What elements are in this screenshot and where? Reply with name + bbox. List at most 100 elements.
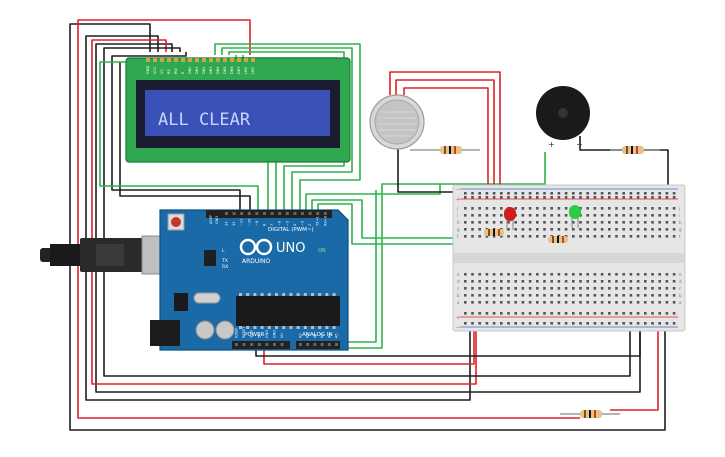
breadboard-hole[interactable] [586, 287, 589, 290]
digital-pin[interactable] [323, 212, 327, 215]
breadboard-hole[interactable] [665, 192, 669, 195]
breadboard-hole[interactable] [492, 273, 496, 276]
breadboard-hole[interactable] [471, 287, 474, 290]
breadboard-hole[interactable] [557, 273, 561, 276]
breadboard-hole[interactable] [543, 235, 546, 238]
breadboard-hole[interactable] [543, 322, 546, 325]
breadboard-hole[interactable] [514, 294, 517, 297]
wire-red-sensor-3[interactable] [403, 87, 489, 210]
breadboard-hole[interactable] [586, 228, 589, 231]
breadboard-hole[interactable] [615, 287, 618, 290]
digital-pin[interactable] [293, 212, 297, 215]
breadboard-hole[interactable] [579, 228, 582, 231]
breadboard-hole[interactable] [651, 273, 654, 276]
breadboard-hole[interactable] [514, 301, 517, 304]
breadboard-hole[interactable] [615, 312, 618, 315]
breadboard-hole[interactable] [665, 312, 669, 315]
breadboard-hole[interactable] [536, 228, 539, 231]
breadboard-hole[interactable] [608, 273, 611, 276]
breadboard-hole[interactable] [536, 287, 539, 290]
breadboard-hole[interactable] [608, 214, 611, 217]
breadboard-hole[interactable] [579, 235, 582, 238]
breadboard-hole[interactable] [658, 273, 661, 276]
lcd-pin[interactable] [244, 58, 248, 62]
breadboard-hole[interactable] [543, 192, 546, 195]
breadboard-hole[interactable] [543, 294, 546, 297]
power-pin[interactable] [265, 343, 269, 346]
breadboard-hole[interactable] [564, 214, 568, 217]
breadboard-hole[interactable] [658, 207, 661, 210]
breadboard-hole[interactable] [600, 287, 604, 290]
breadboard-hole[interactable] [593, 207, 597, 210]
breadboard-hole[interactable] [629, 192, 633, 195]
breadboard-hole[interactable] [608, 287, 611, 290]
breadboard-hole[interactable] [572, 294, 575, 297]
breadboard-hole[interactable] [478, 294, 481, 297]
breadboard-hole[interactable] [464, 221, 467, 224]
breadboard-hole[interactable] [629, 207, 633, 210]
breadboard-hole[interactable] [608, 280, 611, 283]
wire-black-inner-3[interactable] [103, 47, 631, 377]
breadboard-hole[interactable] [665, 221, 669, 224]
breadboard-hole[interactable] [572, 312, 575, 315]
analog-pin[interactable] [327, 343, 331, 346]
breadboard-hole[interactable] [665, 214, 669, 217]
breadboard-hole[interactable] [514, 273, 517, 276]
breadboard-hole[interactable] [507, 221, 510, 224]
breadboard-hole[interactable] [644, 322, 647, 325]
breadboard-hole[interactable] [528, 322, 532, 325]
breadboard-hole[interactable] [629, 235, 633, 238]
breadboard-hole[interactable] [608, 235, 611, 238]
breadboard-hole[interactable] [672, 207, 676, 210]
breadboard-hole[interactable] [514, 312, 517, 315]
breadboard-hole[interactable] [586, 273, 589, 276]
breadboard-hole[interactable] [557, 301, 561, 304]
breadboard-hole[interactable] [644, 228, 647, 231]
breadboard-hole[interactable] [636, 287, 640, 290]
breadboard-hole[interactable] [658, 214, 661, 217]
breadboard-hole[interactable] [608, 228, 611, 231]
breadboard-hole[interactable] [464, 280, 467, 283]
breadboard-hole[interactable] [492, 312, 496, 315]
breadboard-hole[interactable] [672, 221, 676, 224]
breadboard-hole[interactable] [514, 322, 517, 325]
breadboard-hole[interactable] [536, 322, 539, 325]
breadboard-hole[interactable] [557, 322, 561, 325]
breadboard-hole[interactable] [464, 207, 467, 210]
breadboard-hole[interactable] [528, 273, 532, 276]
breadboard-hole[interactable] [550, 221, 553, 224]
breadboard-hole[interactable] [658, 287, 661, 290]
breadboard-hole[interactable] [579, 294, 582, 297]
breadboard-hole[interactable] [464, 287, 467, 290]
breadboard-hole[interactable] [543, 312, 546, 315]
breadboard-hole[interactable] [658, 301, 661, 304]
breadboard-hole[interactable] [665, 207, 669, 210]
breadboard-hole[interactable] [672, 280, 676, 283]
breadboard-hole[interactable] [593, 280, 597, 283]
breadboard-hole[interactable] [672, 228, 676, 231]
breadboard-hole[interactable] [665, 235, 669, 238]
breadboard-hole[interactable] [629, 294, 633, 297]
breadboard-hole[interactable] [564, 280, 568, 283]
lcd-pin[interactable] [202, 58, 206, 62]
breadboard-hole[interactable] [514, 235, 517, 238]
lcd-pin[interactable] [209, 58, 213, 62]
breadboard-hole[interactable] [672, 273, 676, 276]
breadboard-hole[interactable] [665, 228, 669, 231]
breadboard-hole[interactable] [528, 214, 532, 217]
analog-pin[interactable] [313, 343, 317, 346]
breadboard-hole[interactable] [636, 192, 640, 195]
breadboard-hole[interactable] [500, 312, 503, 315]
breadboard-hole[interactable] [492, 287, 496, 290]
breadboard-hole[interactable] [485, 287, 489, 290]
usb-cable[interactable] [40, 235, 167, 275]
breadboard-hole[interactable] [564, 196, 568, 199]
breadboard-hole[interactable] [521, 192, 525, 195]
breadboard-hole[interactable] [658, 235, 661, 238]
breadboard-hole[interactable] [528, 280, 532, 283]
resistor-buzzer[interactable] [610, 146, 660, 154]
resistor-bb-led-green[interactable] [548, 236, 568, 243]
wire-green-lcd-2[interactable] [221, 47, 353, 210]
breadboard-hole[interactable] [572, 221, 575, 224]
breadboard-hole[interactable] [550, 294, 553, 297]
